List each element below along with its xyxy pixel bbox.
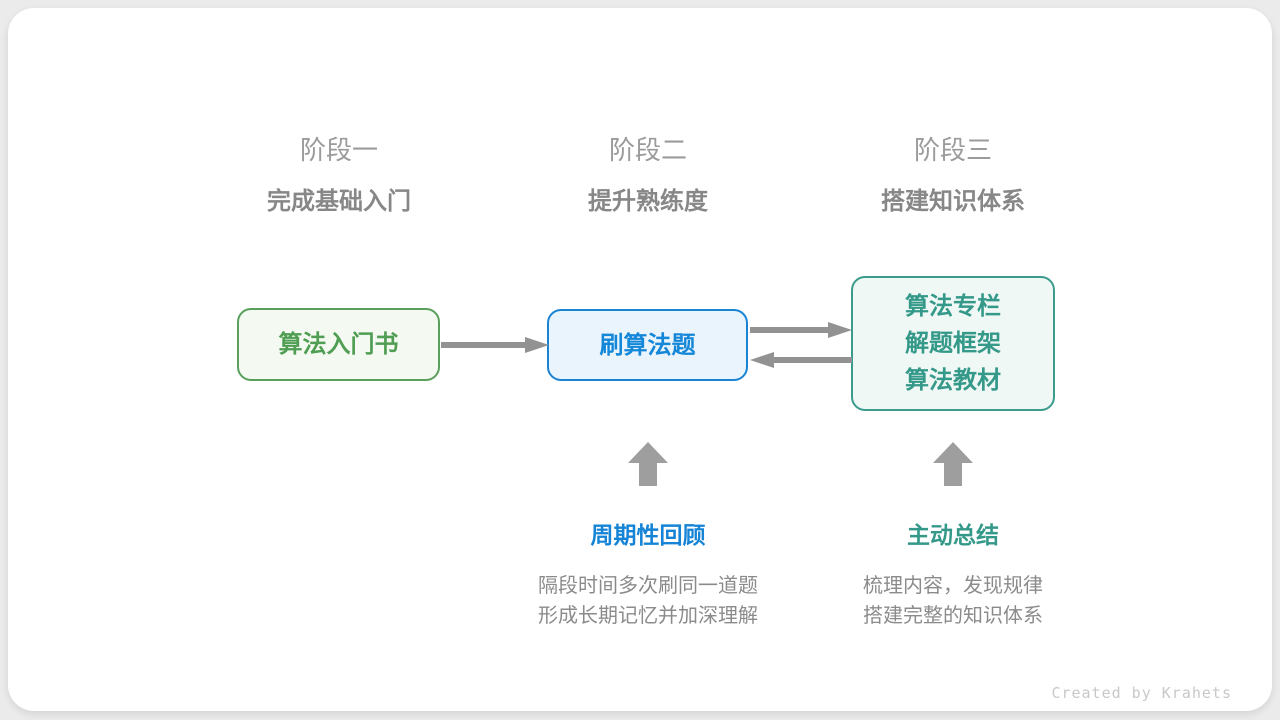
stage-3-subtitle: 搭建知识体系	[881, 188, 1025, 215]
node-knowledge-line-1: 算法专栏	[905, 293, 1001, 320]
diagram-card: 阶段一 完成基础入门 阶段二 提升熟练度 阶段三 搭建知识体系 算法入门书 刷算…	[8, 8, 1272, 711]
stage-2-subtitle: 提升熟练度	[588, 188, 708, 215]
node-practice-problems-label: 刷算法题	[599, 331, 696, 359]
stage-2-label: 阶段二	[608, 135, 687, 165]
annotation-active-summary: 主动总结 梳理内容，发现规律 搭建完整的知识体系	[793, 516, 1113, 631]
annotation-periodic-review-line-1: 隔段时间多次刷同一道题	[538, 575, 758, 597]
node-practice-problems: 刷算法题	[547, 309, 748, 381]
node-knowledge-line-2: 解题框架	[905, 330, 1001, 357]
stage-1-subtitle: 完成基础入门	[267, 188, 411, 215]
up-arrow-review	[628, 442, 668, 486]
arrow-intro-to-practice	[441, 337, 549, 353]
stage-1-header: 阶段一 完成基础入门	[189, 134, 489, 216]
stage-1-label: 阶段一	[299, 135, 378, 165]
node-intro-book-label: 算法入门书	[278, 331, 399, 358]
stage-3-header: 阶段三 搭建知识体系	[803, 134, 1103, 216]
node-intro-book: 算法入门书	[237, 308, 440, 381]
annotation-active-summary-line-1: 梳理内容，发现规律	[863, 575, 1043, 597]
arrow-knowledge-to-practice	[750, 352, 852, 368]
credit-text: Created by Krahets	[1051, 684, 1232, 702]
annotation-active-summary-desc: 梳理内容，发现规律 搭建完整的知识体系	[793, 571, 1113, 631]
annotation-active-summary-title: 主动总结	[907, 522, 999, 548]
annotation-periodic-review-title: 周期性回顾	[590, 522, 706, 548]
node-knowledge-line-3: 算法教材	[905, 367, 1001, 394]
node-knowledge-system: 算法专栏 解题框架 算法教材	[851, 276, 1055, 411]
arrow-practice-to-knowledge	[750, 322, 852, 338]
stage-3-label: 阶段三	[913, 135, 992, 165]
up-arrow-summary	[933, 442, 973, 486]
annotation-periodic-review: 周期性回顾 隔段时间多次刷同一道题 形成长期记忆并加深理解	[488, 516, 808, 631]
stage-2-header: 阶段二 提升熟练度	[498, 134, 798, 216]
annotation-periodic-review-desc: 隔段时间多次刷同一道题 形成长期记忆并加深理解	[488, 571, 808, 631]
annotation-active-summary-line-2: 搭建完整的知识体系	[863, 605, 1043, 627]
annotation-periodic-review-line-2: 形成长期记忆并加深理解	[538, 605, 758, 627]
